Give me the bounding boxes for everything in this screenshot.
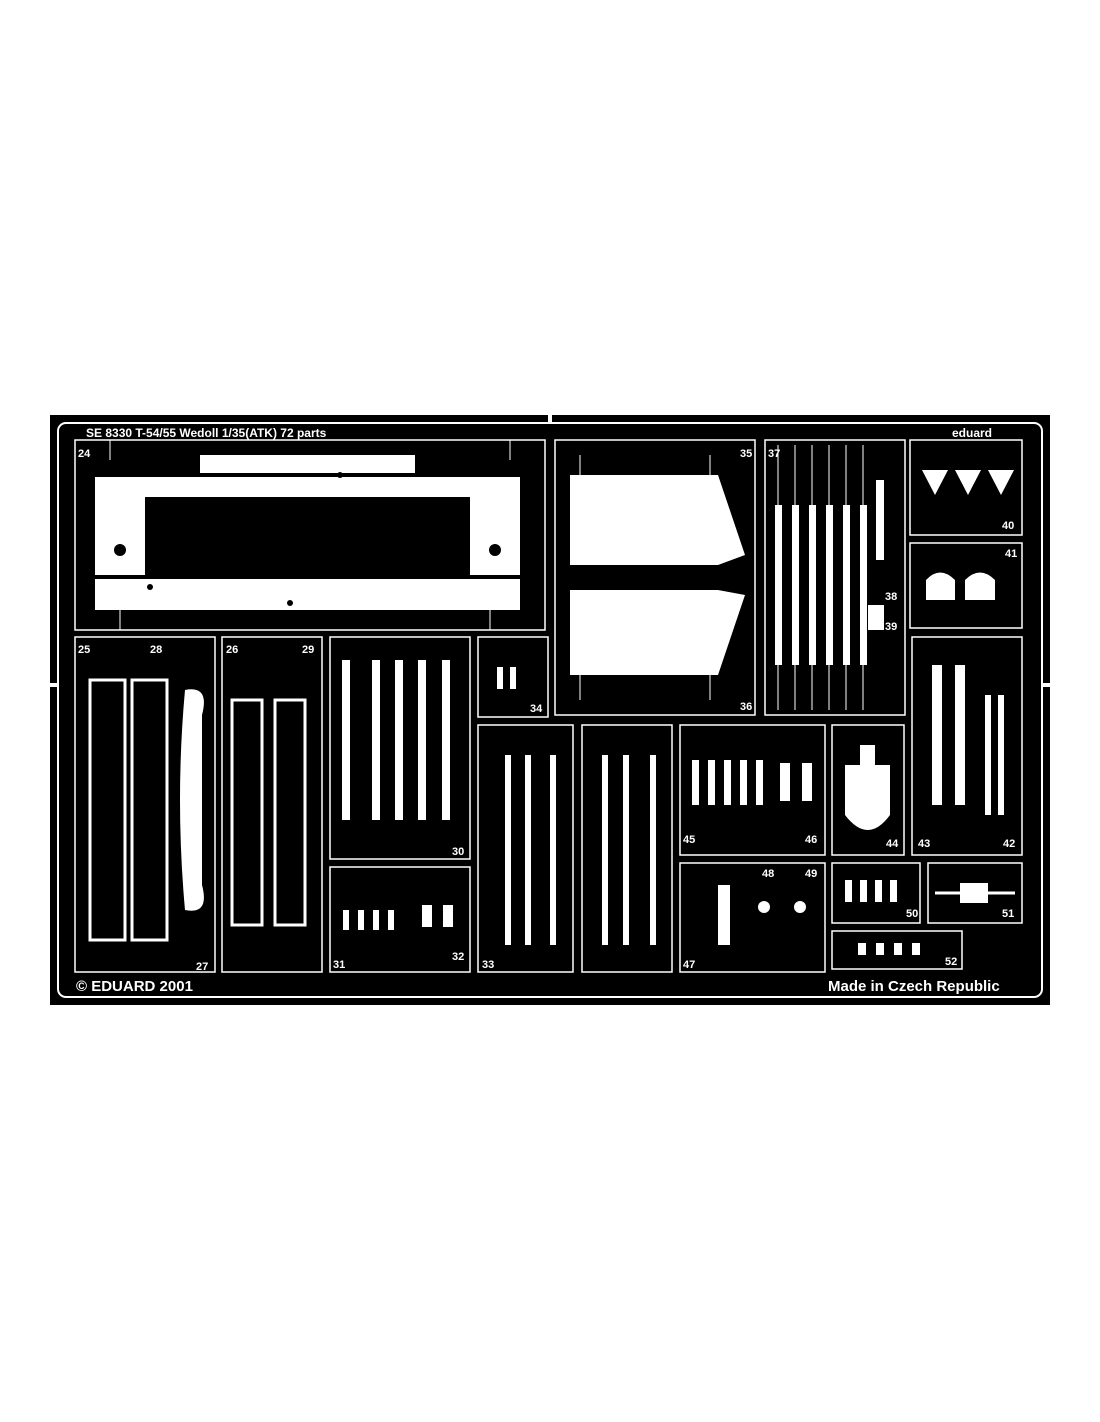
part-number: 28 bbox=[150, 644, 162, 656]
part-number: 48 bbox=[762, 868, 774, 880]
part-number: 33 bbox=[482, 959, 494, 971]
part-50: 50 bbox=[831, 862, 921, 924]
part-number: 49 bbox=[805, 868, 817, 880]
made-in-text: Made in Czech Republic bbox=[828, 978, 1000, 995]
part-number: 24 bbox=[78, 448, 91, 460]
part-number: 35 bbox=[740, 448, 752, 460]
part-51: 51 bbox=[927, 862, 1023, 924]
fret-frame bbox=[50, 415, 1050, 998]
part-number: 32 bbox=[452, 951, 464, 963]
part-number: 36 bbox=[740, 701, 752, 713]
part-number: 34 bbox=[530, 703, 543, 715]
part-number: 46 bbox=[805, 834, 817, 846]
part-33-set bbox=[581, 724, 673, 973]
part-number: 39 bbox=[885, 621, 897, 633]
part-number: 42 bbox=[1003, 838, 1015, 850]
part-37: 37 38 39 bbox=[764, 439, 906, 716]
part-24: 24 bbox=[74, 439, 546, 631]
copyright-text: © EDUARD 2001 bbox=[76, 978, 193, 995]
part-number: 31 bbox=[333, 959, 345, 971]
part-52: 52 bbox=[831, 930, 963, 970]
part-45-46: 45 46 bbox=[679, 724, 826, 856]
part-25-28-27: 25 28 27 bbox=[74, 636, 216, 973]
part-number: 44 bbox=[886, 838, 899, 850]
part-30: 30 bbox=[329, 636, 471, 860]
part-number: 27 bbox=[196, 961, 208, 973]
fret-title: SE 8330 T-54/55 Wedoll 1/35(ATK) 72 part… bbox=[86, 426, 327, 440]
part-number: 29 bbox=[302, 644, 314, 656]
part-35-36: 35 36 bbox=[554, 439, 756, 716]
eduard-logo: eduard bbox=[952, 426, 992, 440]
part-number: 51 bbox=[1002, 908, 1014, 920]
part-number: 43 bbox=[918, 838, 930, 850]
part-40: 40 bbox=[909, 439, 1023, 536]
part-number: 47 bbox=[683, 959, 695, 971]
part-44: 44 bbox=[831, 724, 905, 856]
part-number: 25 bbox=[78, 644, 90, 656]
photo-etch-fret: SE 8330 T-54/55 Wedoll 1/35(ATK) 72 part… bbox=[50, 415, 1050, 1005]
part-number: 38 bbox=[885, 591, 897, 603]
part-number: 52 bbox=[945, 956, 957, 968]
part-number: 41 bbox=[1005, 548, 1017, 560]
part-number: 37 bbox=[768, 448, 780, 460]
part-number: 45 bbox=[683, 834, 695, 846]
part-number: 40 bbox=[1002, 520, 1014, 532]
part-33: 33 bbox=[477, 724, 574, 973]
part-34: 34 bbox=[477, 636, 549, 718]
part-41: 41 bbox=[909, 542, 1023, 629]
part-47-49: 47 48 49 bbox=[679, 862, 826, 973]
part-31-32: 31 32 bbox=[329, 866, 471, 973]
part-number: 26 bbox=[226, 644, 238, 656]
part-number: 30 bbox=[452, 846, 464, 858]
part-42-43: 43 42 bbox=[911, 636, 1023, 856]
part-number: 50 bbox=[906, 908, 918, 920]
part-26-29: 26 29 bbox=[221, 636, 323, 973]
